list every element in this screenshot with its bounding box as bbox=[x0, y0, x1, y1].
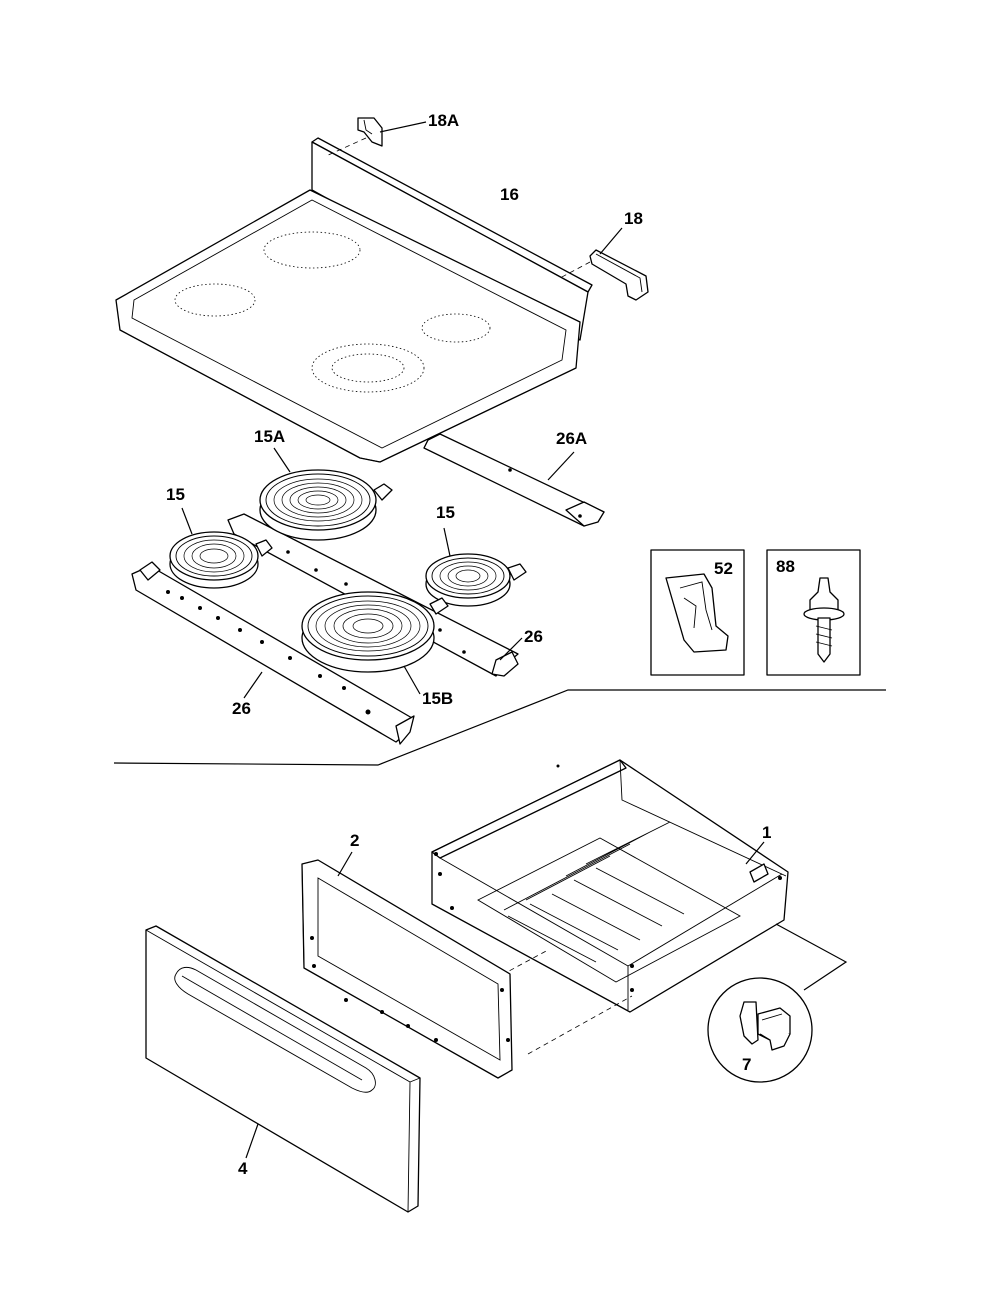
callout-88: 88 bbox=[776, 557, 795, 576]
callout-18A: 18A bbox=[428, 111, 459, 130]
callout-52: 52 bbox=[714, 559, 733, 578]
callout-15-left: 15 bbox=[166, 485, 185, 504]
detail-circle-part-7[interactable] bbox=[707, 977, 813, 1083]
callout-16: 16 bbox=[500, 185, 519, 204]
inset-box-part-52[interactable] bbox=[650, 549, 745, 676]
bracket-part-18[interactable] bbox=[589, 249, 649, 301]
drawer-box-part-1[interactable] bbox=[431, 759, 789, 1013]
callout-7: 7 bbox=[742, 1055, 751, 1074]
inset-box-part-88[interactable] bbox=[766, 549, 861, 676]
callout-15B: 15B bbox=[422, 689, 453, 708]
cooktop-part-16[interactable] bbox=[115, 137, 593, 463]
heating-element-part-15A[interactable] bbox=[259, 469, 393, 541]
heating-element-part-15B[interactable] bbox=[301, 591, 449, 673]
heating-element-part-15-left[interactable] bbox=[169, 531, 273, 589]
callout-15-right: 15 bbox=[436, 503, 455, 522]
rail-part-26-left[interactable] bbox=[131, 561, 415, 745]
drawer-front-panel-part-4[interactable] bbox=[145, 925, 421, 1213]
heating-element-part-15-right[interactable] bbox=[425, 553, 527, 607]
callout-26-right: 26 bbox=[524, 627, 543, 646]
callout-15A: 15A bbox=[254, 427, 285, 446]
bracket-part-18A[interactable] bbox=[357, 117, 383, 147]
callout-18: 18 bbox=[624, 209, 643, 228]
section-separator-line bbox=[113, 689, 886, 766]
callout-26-left: 26 bbox=[232, 699, 251, 718]
callout-2: 2 bbox=[350, 831, 359, 850]
callout-26A: 26A bbox=[556, 429, 587, 448]
callout-1: 1 bbox=[762, 823, 771, 842]
rail-part-26A[interactable] bbox=[423, 433, 605, 527]
callout-4: 4 bbox=[238, 1159, 248, 1178]
drawer-frame-part-2[interactable] bbox=[301, 859, 513, 1079]
